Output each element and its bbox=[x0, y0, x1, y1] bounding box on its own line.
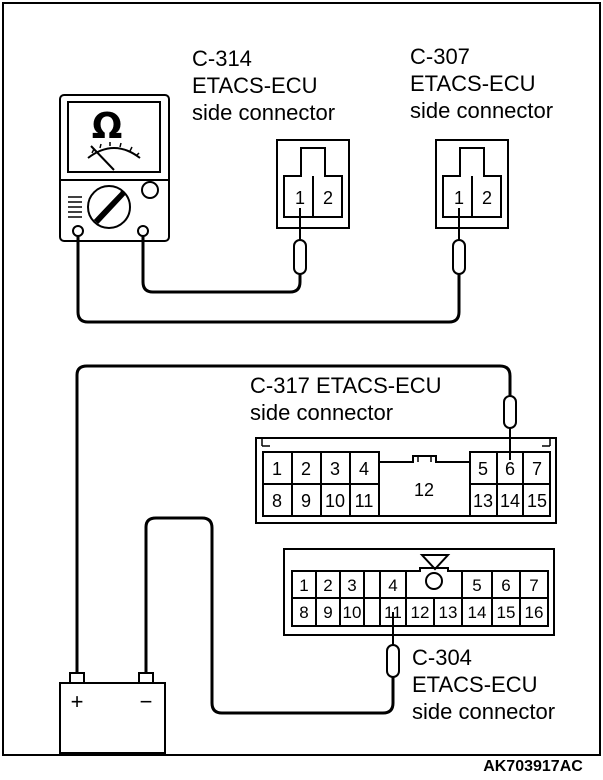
c304-pin-12: 12 bbox=[411, 603, 430, 622]
c304-pin-6: 6 bbox=[501, 576, 510, 595]
c314-connector: 1 2 bbox=[276, 139, 350, 229]
battery-positive-post bbox=[69, 672, 85, 684]
c314-desc: side connector bbox=[192, 100, 335, 125]
battery-minus-sign: − bbox=[140, 689, 153, 714]
c307-probe bbox=[452, 208, 466, 275]
meter-lead-to-c314 bbox=[141, 236, 302, 294]
meter-scale bbox=[87, 142, 141, 159]
c304-pin-2: 2 bbox=[323, 576, 332, 595]
c317-pin-2: 2 bbox=[301, 459, 311, 479]
c304-pin-16: 16 bbox=[525, 603, 544, 622]
c304-pin-3: 3 bbox=[347, 576, 356, 595]
c304-label: C-304 ETACS-ECU side connector bbox=[412, 645, 555, 724]
meter-terminal-ohm bbox=[137, 225, 149, 237]
c317-desc: side connector bbox=[250, 400, 393, 425]
c304-pin-4: 4 bbox=[388, 576, 397, 595]
meter-terminal-com bbox=[72, 225, 84, 237]
c307-connector: 1 2 bbox=[435, 139, 509, 229]
diagram-frame bbox=[2, 2, 601, 756]
meter-button bbox=[141, 181, 159, 199]
c307-desc: side connector bbox=[410, 98, 553, 123]
c314-pin-1: 1 bbox=[295, 188, 305, 208]
c317-pin-13: 13 bbox=[473, 491, 493, 511]
c304-pin-1: 1 bbox=[299, 576, 308, 595]
c304-pin-10: 10 bbox=[343, 603, 362, 622]
c304-pin-13: 13 bbox=[439, 603, 458, 622]
c317-pin-3: 3 bbox=[330, 459, 340, 479]
c304-desc: side connector bbox=[412, 699, 555, 724]
selector-knob bbox=[87, 185, 131, 229]
c304-pin-15: 15 bbox=[497, 603, 516, 622]
battery-negative-post bbox=[138, 672, 154, 684]
c317-pin-5: 5 bbox=[478, 459, 488, 479]
c317-connector: 1 2 3 4 5 6 7 8 9 10 11 12 13 14 15 bbox=[255, 437, 557, 524]
c317-pin-1: 1 bbox=[272, 459, 282, 479]
c317-pin-6: 6 bbox=[505, 459, 515, 479]
c314-pin-2: 2 bbox=[323, 188, 333, 208]
battery-negative-wire bbox=[144, 516, 395, 715]
c317-pin-11: 11 bbox=[355, 491, 374, 511]
c307-label: C-307 ETACS-ECU side connector bbox=[410, 44, 553, 123]
c307-pin-1: 1 bbox=[454, 188, 464, 208]
range-marks bbox=[68, 196, 82, 218]
c307-name: ETACS-ECU bbox=[410, 71, 536, 96]
c304-pin-9: 9 bbox=[323, 603, 332, 622]
battery-plus-sign: + bbox=[71, 689, 84, 714]
c317-pin-9: 9 bbox=[301, 491, 311, 511]
c317-pin-8: 8 bbox=[272, 491, 282, 511]
c317-pin-12: 12 bbox=[414, 480, 434, 500]
c304-connector: 1 2 3 4 5 6 7 8 9 10 11 12 13 14 15 16 bbox=[283, 548, 555, 636]
c304-code: C-304 bbox=[412, 645, 472, 670]
c307-pin-2: 2 bbox=[482, 188, 492, 208]
c314-name: ETACS-ECU bbox=[192, 73, 318, 98]
meter-lead-to-c307 bbox=[76, 236, 461, 324]
c317-pin-4: 4 bbox=[359, 459, 369, 479]
battery: + − bbox=[59, 672, 166, 754]
c317-title: C-317 ETACS-ECU bbox=[250, 373, 442, 398]
c304-probe bbox=[386, 612, 400, 678]
c314-code: C-314 bbox=[192, 46, 252, 71]
c304-pin-5: 5 bbox=[472, 576, 481, 595]
c317-pin-15: 15 bbox=[527, 491, 547, 511]
meter-needle bbox=[90, 145, 115, 171]
c304-name: ETACS-ECU bbox=[412, 672, 538, 697]
c304-key bbox=[425, 572, 443, 590]
c314-label: C-314 ETACS-ECU side connector bbox=[192, 46, 335, 125]
c317-pin-7: 7 bbox=[532, 459, 542, 479]
c304-pin-7: 7 bbox=[529, 576, 538, 595]
c307-code: C-307 bbox=[410, 44, 470, 69]
c317-pin-10: 10 bbox=[325, 491, 345, 511]
figure-code: AK703917AC bbox=[483, 758, 583, 775]
ohm-symbol: Ω bbox=[92, 106, 123, 147]
battery-positive-wire bbox=[75, 364, 512, 673]
c304-pin-8: 8 bbox=[299, 603, 308, 622]
ohmmeter: Ω bbox=[59, 94, 170, 242]
c317-pin-14: 14 bbox=[500, 491, 520, 511]
c317-label: C-317 ETACS-ECU side connector bbox=[250, 373, 442, 425]
c304-pin-14: 14 bbox=[468, 603, 487, 622]
